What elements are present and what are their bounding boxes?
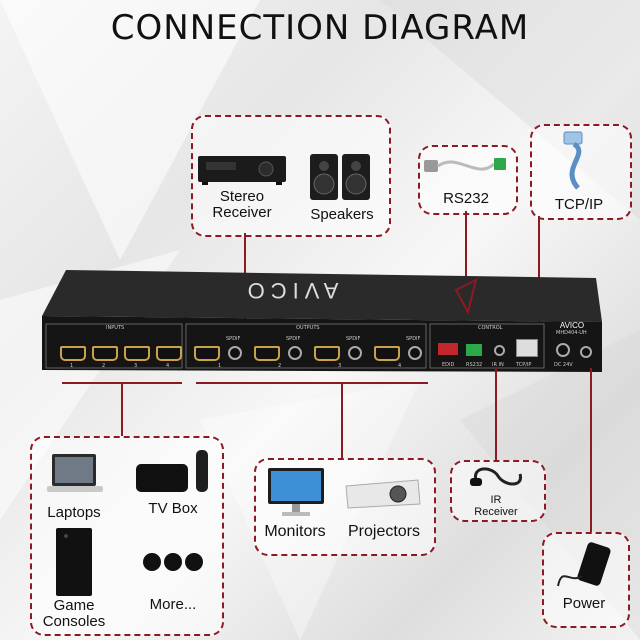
output-port-number-1: 1 <box>218 363 222 369</box>
ground-screw <box>580 346 592 358</box>
projectors-label: Projectors <box>347 523 421 540</box>
brand-logo: AVICO <box>241 278 339 303</box>
tcpip-label: TCP/IP <box>554 196 604 213</box>
tv-box-label: TV Box <box>148 500 198 517</box>
ir-in-jack[interactable] <box>494 345 505 356</box>
more-label: More... <box>149 596 197 613</box>
rs232-label: RS232 <box>443 190 489 207</box>
spdif-jack-1[interactable] <box>228 346 242 360</box>
tv-box-icon <box>136 450 208 492</box>
input-hdmi-port-3[interactable] <box>124 346 150 361</box>
page-title: CONNECTION DIAGRAM <box>110 8 530 48</box>
power-adapter-icon <box>557 542 611 587</box>
stereo-receiver-icon <box>198 156 286 185</box>
input-hdmi-port-1[interactable] <box>60 346 86 361</box>
output-port-number-2: 2 <box>278 363 282 369</box>
speakers-label: Speakers <box>310 206 374 223</box>
ir-receiver-label: IR Receiver <box>474 494 518 518</box>
more-icon <box>143 553 203 571</box>
rs232-terminal[interactable] <box>466 344 482 356</box>
ir-in-label: IR IN <box>492 362 504 368</box>
monitor-icon <box>268 468 324 516</box>
stereo-receiver-label: Stereo Receiver <box>212 188 272 221</box>
input-hdmi-port-2[interactable] <box>92 346 118 361</box>
output-hdmi-port-4[interactable] <box>374 346 400 361</box>
input-port-number-2: 2 <box>102 363 106 369</box>
spdif-label-4: SPDIF <box>406 336 421 342</box>
rs232-port-label: RS232 <box>466 362 483 368</box>
input-port-number-1: 1 <box>70 363 74 369</box>
ir-group-box <box>450 460 546 522</box>
outputs-panel-label: OUTPUTS <box>296 325 320 331</box>
laptops-label: Laptops <box>47 504 101 521</box>
tcpip-port-label: TCP/IP <box>516 362 532 368</box>
output-port-number-4: 4 <box>398 363 402 369</box>
matrix-switch-device <box>42 270 602 372</box>
rs232-cable-icon <box>424 158 506 172</box>
spdif-label-1: SPDIF <box>226 336 241 342</box>
inputs-panel-label: INPUTS <box>106 325 125 331</box>
edid-label: EDID <box>442 362 455 368</box>
spdif-jack-2[interactable] <box>288 346 302 360</box>
output-hdmi-port-2[interactable] <box>254 346 280 361</box>
laptop-icon <box>47 454 103 492</box>
input-port-number-4: 4 <box>166 363 170 369</box>
ir-wire <box>495 368 497 460</box>
dc-power-jack[interactable] <box>556 343 570 357</box>
ethernet-cable-icon <box>563 131 583 190</box>
output-hdmi-port-3[interactable] <box>314 346 340 361</box>
edid-dip-switch[interactable] <box>438 343 458 355</box>
spdif-jack-3[interactable] <box>348 346 362 360</box>
model-brand: AVICO <box>559 321 585 330</box>
outputs-bracket <box>196 382 428 384</box>
projector-icon <box>345 479 421 509</box>
displays-wire <box>341 382 343 458</box>
spdif-label-2: SPDIF <box>286 336 301 342</box>
power-wire <box>590 368 592 532</box>
monitors-label: Monitors <box>264 523 326 540</box>
spdif-label-3: SPDIF <box>346 336 361 342</box>
control-panel-label: CONTROL <box>478 325 503 331</box>
rs232-group-box <box>418 145 518 215</box>
dc-label: DC 24V <box>554 362 573 368</box>
output-hdmi-port-1[interactable] <box>194 346 220 361</box>
power-label: Power <box>562 595 606 612</box>
input-hdmi-port-4[interactable] <box>156 346 182 361</box>
sources-wire <box>121 382 123 436</box>
output-port-number-3: 3 <box>338 363 342 369</box>
model-label: MHD404-UH <box>556 330 587 336</box>
ir-receiver-icon <box>470 467 522 486</box>
tcpip-port[interactable] <box>516 339 538 357</box>
game-consoles-label: Game Consoles <box>42 597 106 630</box>
input-port-number-3: 3 <box>134 363 138 369</box>
spdif-jack-4[interactable] <box>408 346 422 360</box>
game-console-icon <box>56 528 92 596</box>
speakers-icon <box>310 154 370 200</box>
